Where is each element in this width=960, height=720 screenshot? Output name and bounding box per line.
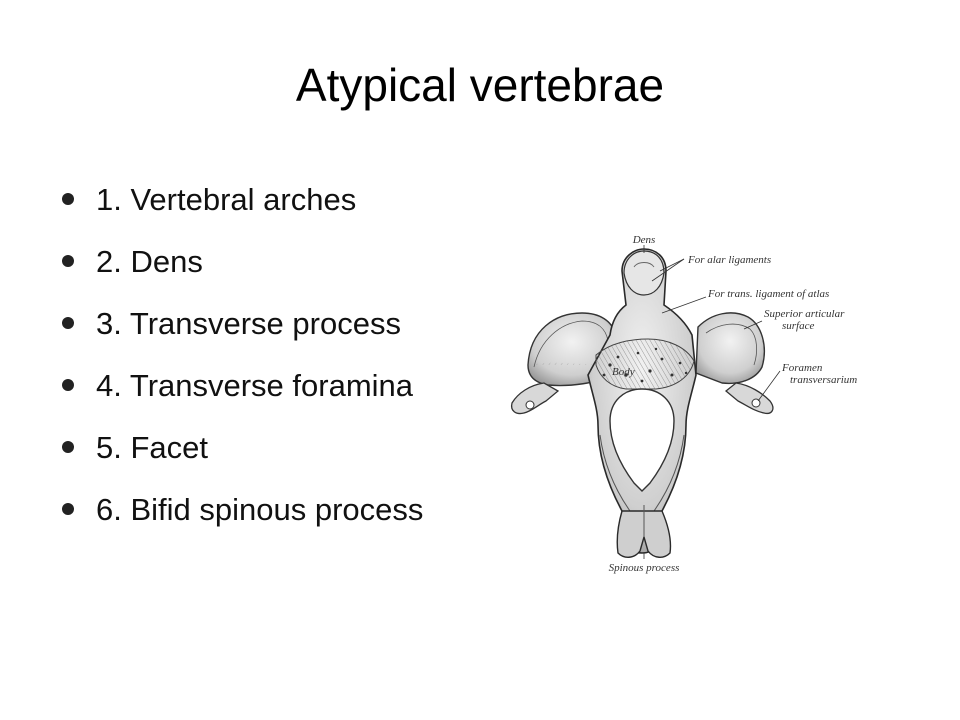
bullet-dot-icon bbox=[62, 379, 74, 391]
label-dens: Dens bbox=[632, 234, 656, 246]
bullet-list: 1. Vertebral arches 2. Dens 3. Transvers… bbox=[60, 178, 423, 550]
bullet-item: 3. Transverse process bbox=[60, 302, 423, 364]
vertebra-illustration: Dens For alar ligaments For trans. ligam… bbox=[500, 225, 900, 585]
right-transverse-process bbox=[724, 382, 774, 415]
slide-title: Atypical vertebrae bbox=[295, 59, 665, 111]
bullet-text: 5. Facet bbox=[96, 430, 208, 465]
dens bbox=[623, 250, 665, 296]
bullet-text: 6. Bifid spinous process bbox=[96, 492, 424, 527]
label-body: Body bbox=[612, 366, 635, 378]
vertebral-foramen bbox=[609, 388, 675, 492]
bullet-item: 6. Bifid spinous process bbox=[60, 488, 423, 550]
label-alar-ligaments: For alar ligaments bbox=[687, 254, 771, 266]
axis-vertebra-drawing: Dens For alar ligaments For trans. ligam… bbox=[510, 234, 857, 574]
bullet-text: 2. Dens bbox=[96, 244, 203, 279]
label-superior-articular-2: surface bbox=[782, 320, 815, 332]
bullet-text: 1. Vertebral arches bbox=[96, 182, 357, 217]
bullet-dot-icon bbox=[62, 503, 74, 515]
label-foramen-2: transversarium bbox=[790, 374, 857, 386]
bullet-item: 4. Transverse foramina bbox=[60, 364, 423, 426]
bullet-dot-icon bbox=[62, 441, 74, 453]
body-surface bbox=[595, 338, 695, 390]
bullet-dot-icon bbox=[62, 255, 74, 267]
label-spinous-process: Spinous process bbox=[609, 562, 680, 574]
label-transverse-ligament: For trans. ligament of atlas bbox=[707, 288, 829, 300]
right-articular-surface bbox=[695, 312, 766, 385]
bullet-dot-icon bbox=[62, 193, 74, 205]
bullet-item: 5. Facet bbox=[60, 426, 423, 488]
bullet-item: 1. Vertebral arches bbox=[60, 178, 423, 240]
bullet-text: 4. Transverse foramina bbox=[96, 368, 414, 403]
label-foramen: Foramen bbox=[781, 362, 823, 374]
bullet-dot-icon bbox=[62, 317, 74, 329]
bullet-text: 3. Transverse process bbox=[96, 306, 401, 341]
left-transverse-process bbox=[510, 382, 560, 415]
label-superior-articular: Superior articular bbox=[764, 308, 845, 320]
bullet-item: 2. Dens bbox=[60, 240, 423, 302]
